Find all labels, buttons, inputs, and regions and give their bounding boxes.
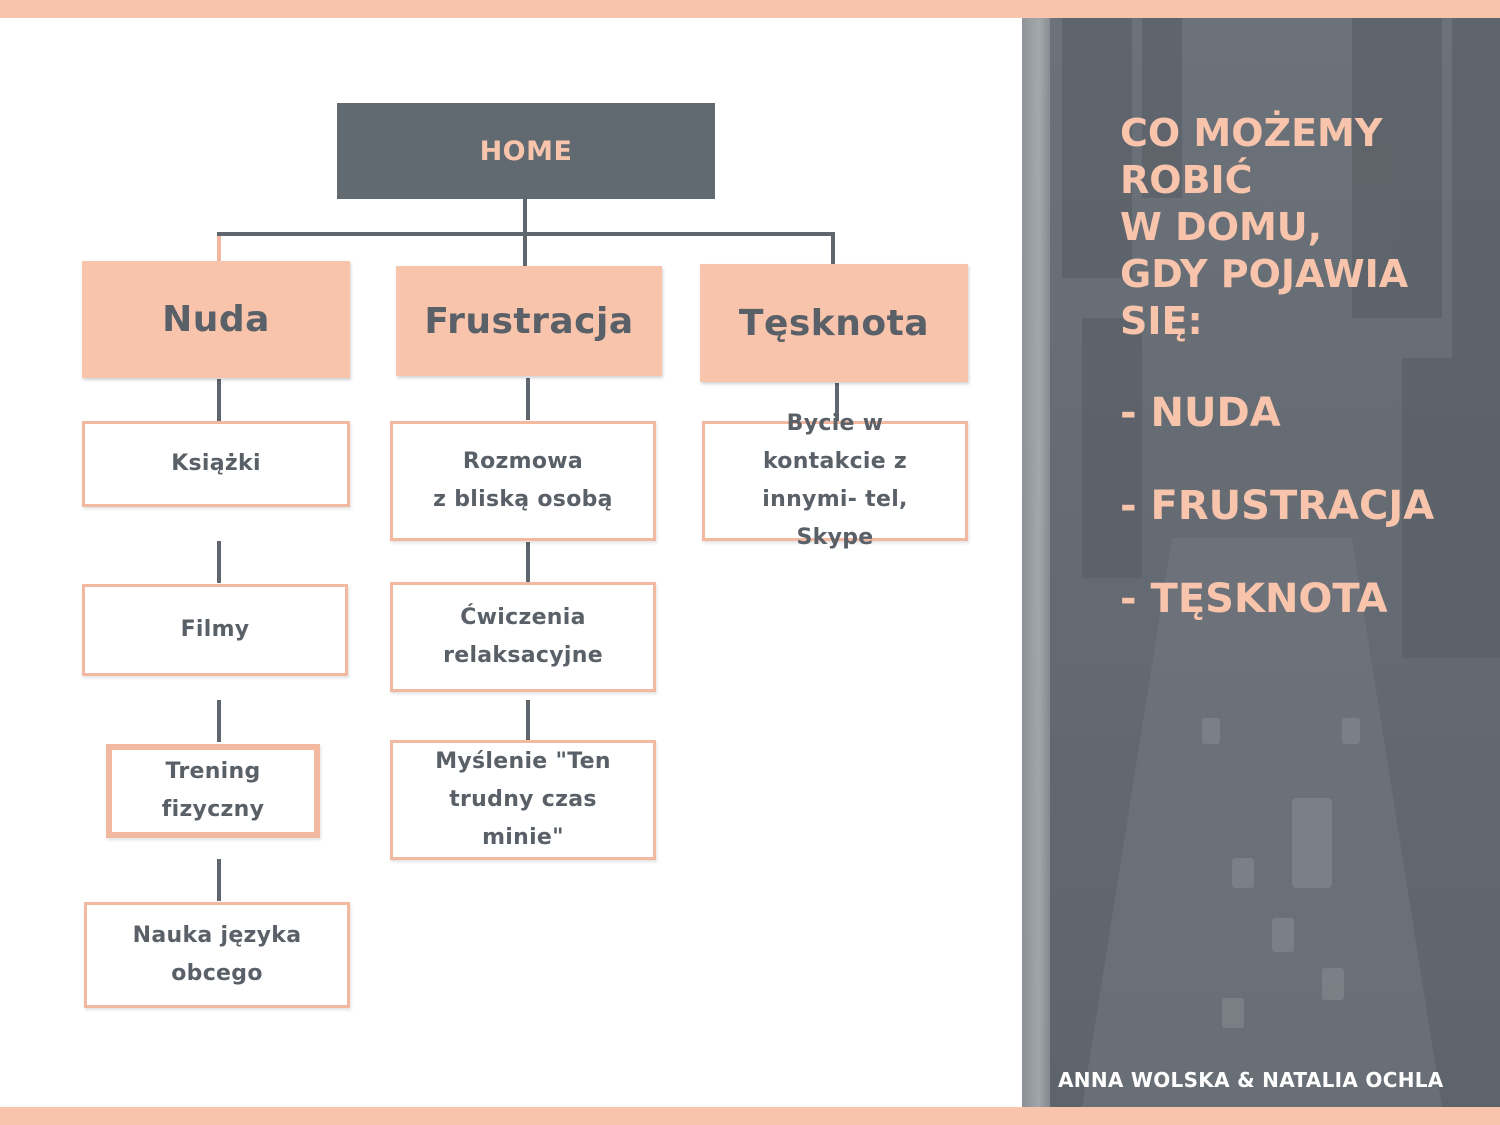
leaf-label: Ćwiczenia relaksacyjne <box>443 605 603 668</box>
leaf-node-nauka-jezyka: Nauka języka obcego <box>84 902 350 1008</box>
root-node-home: HOME <box>337 103 715 199</box>
leaf-label: Rozmowa z bliską osobą <box>433 449 613 512</box>
category-node-nuda: Nuda <box>82 261 350 378</box>
category-node-frustracja: Frustracja <box>396 266 662 376</box>
category-node-tesknota: Tęsknota <box>700 264 968 382</box>
leaf-node-bycie-w-kontakcie: Bycie w kontakcie z innymi- tel, Skype <box>702 411 968 550</box>
panel-title: CO MOŻEMY ROBIĆ W DOMU, GDY POJAWIA SIĘ: <box>1120 111 1409 343</box>
leaf-node-ksiazki: Książki <box>82 421 350 507</box>
leaf-node-cwiczenia: Ćwiczenia relaksacyjne <box>390 582 656 692</box>
category-label: Nuda <box>162 299 270 340</box>
leaf-label: Książki <box>171 451 261 476</box>
panel-item-nuda: - NUDA <box>1120 390 1281 436</box>
leaf-label: Filmy <box>180 617 250 642</box>
panel-item-tesknota: - TĘSKNOTA <box>1120 576 1388 622</box>
leaf-node-rozmowa: Rozmowa z bliską osobą <box>390 421 656 541</box>
leaf-label: Nauka języka obcego <box>132 923 302 986</box>
category-label: Frustracja <box>424 300 634 342</box>
top-border-band <box>0 0 1500 18</box>
category-label: Tęsknota <box>738 302 930 344</box>
authors-footer: ANNA WOLSKA & NATALIA OCHLA <box>1058 1068 1444 1092</box>
bottom-border-band <box>0 1107 1500 1125</box>
leaf-node-myslenie: Myślenie "Ten trudny czas minie" <box>390 740 656 860</box>
city-background-image <box>1062 18 1500 1107</box>
leaf-label: Bycie w kontakcie z innymi- tel, Skype <box>762 411 908 550</box>
leaf-label: Trening fizyczny <box>161 759 265 822</box>
panel-edge-strip <box>1022 18 1050 1107</box>
leaf-label: Myślenie "Ten trudny czas minie" <box>435 749 611 850</box>
root-node-label: HOME <box>479 135 573 167</box>
leaf-node-filmy: Filmy <box>82 584 348 676</box>
leaf-node-trening: Trening fizyczny <box>106 744 320 838</box>
info-panel: CO MOŻEMY ROBIĆ W DOMU, GDY POJAWIA SIĘ:… <box>1022 18 1500 1107</box>
panel-item-frustracja: - FRUSTRACJA <box>1120 483 1435 529</box>
